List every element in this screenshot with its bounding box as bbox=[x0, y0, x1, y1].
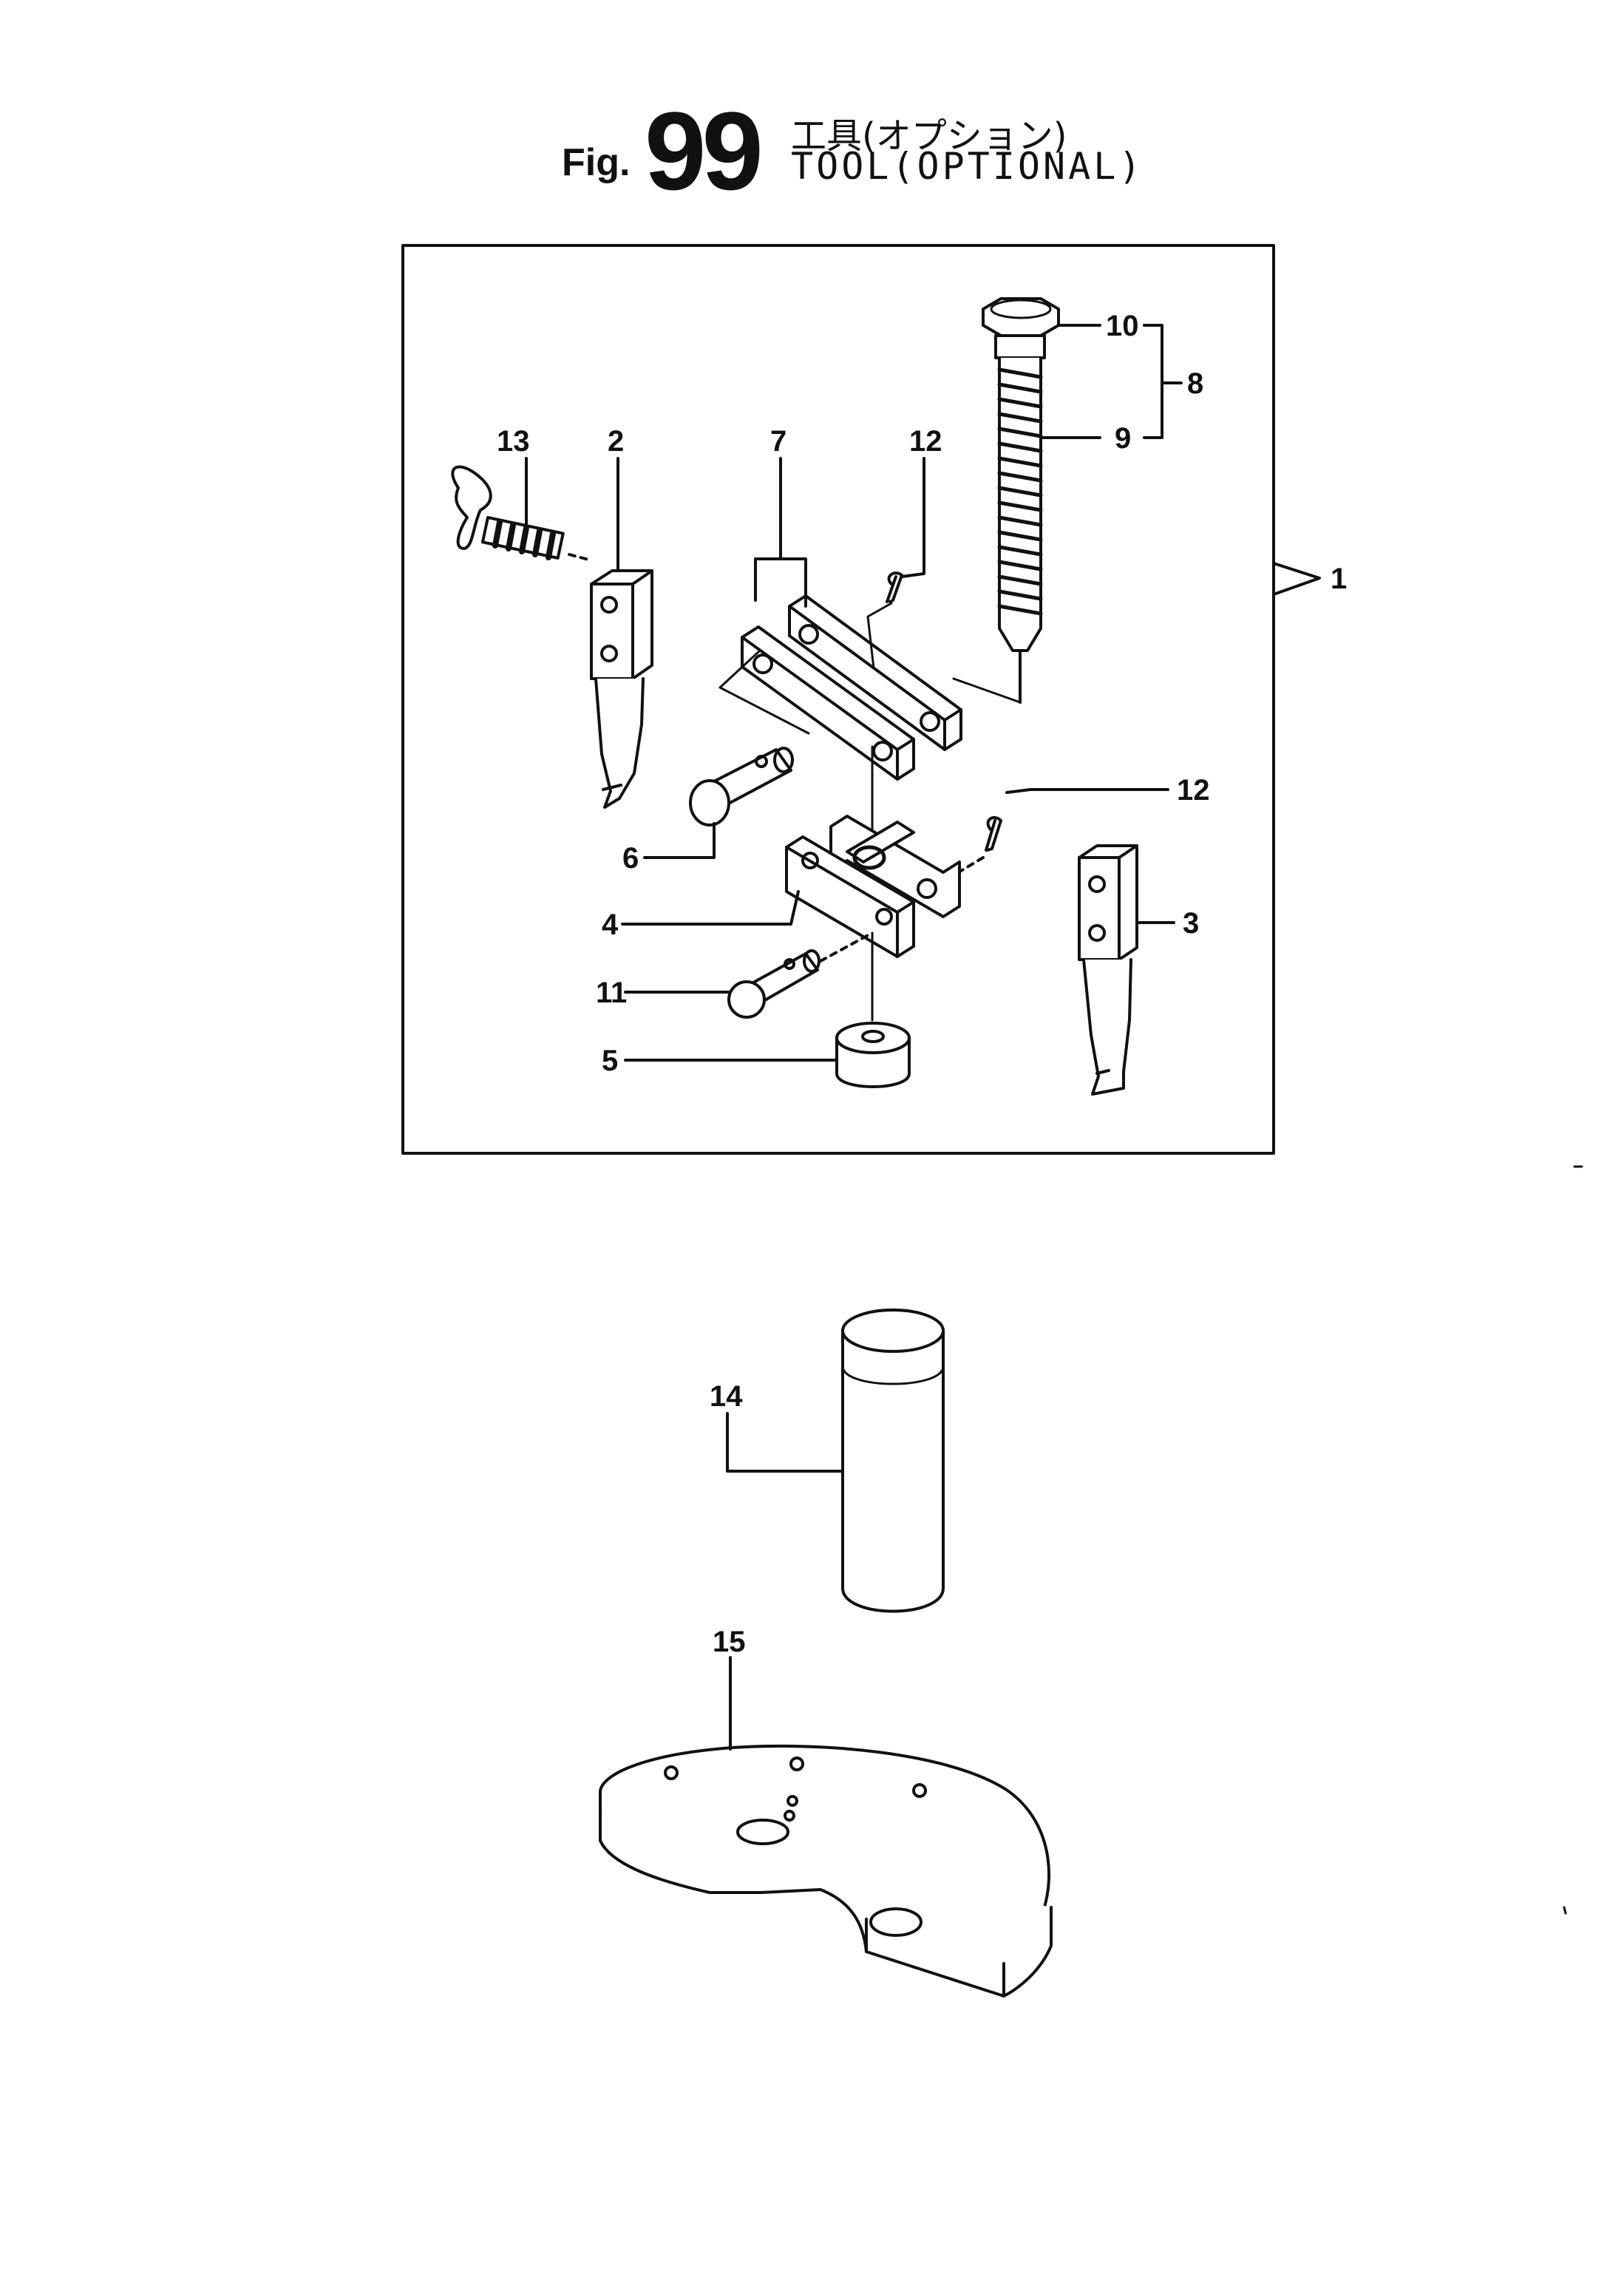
callout-12-lower: 12 bbox=[1177, 774, 1210, 807]
long-bolt-part bbox=[952, 297, 1060, 704]
leader-line-12-lower bbox=[1005, 788, 1169, 794]
small-clevis-pin-part bbox=[727, 949, 821, 1019]
arc-plate-part bbox=[599, 1744, 1053, 1998]
leader-line-6 bbox=[643, 822, 716, 859]
assembly-line-split-pin-lower bbox=[959, 856, 985, 872]
split-pin-upper-part bbox=[886, 571, 903, 603]
callout-7: 7 bbox=[770, 425, 786, 458]
callout-1: 1 bbox=[1331, 563, 1347, 595]
callout-10: 10 bbox=[1106, 310, 1139, 342]
right-jaw-part bbox=[1078, 844, 1138, 1096]
callout-5: 5 bbox=[602, 1045, 618, 1077]
upper-bar-pair-part bbox=[741, 594, 962, 781]
wing-screw-part bbox=[451, 465, 593, 562]
callout-6: 6 bbox=[622, 842, 639, 875]
callout-2: 2 bbox=[608, 425, 624, 458]
assembly-line-split-pin-upper bbox=[866, 602, 893, 670]
callout-4: 4 bbox=[602, 909, 619, 941]
figure-prefix: Fig. bbox=[562, 141, 631, 184]
left-jaw-part bbox=[590, 569, 653, 809]
figure-title-english: TOOL(OPTIONAL) bbox=[791, 145, 1144, 188]
leader-line-14 bbox=[726, 1412, 844, 1473]
callout-9: 9 bbox=[1115, 422, 1131, 455]
callout-15: 15 bbox=[713, 1626, 746, 1658]
callout-11: 11 bbox=[596, 977, 627, 1009]
cylinder-part bbox=[841, 1309, 945, 1613]
callout-8: 8 bbox=[1187, 367, 1203, 400]
assembly-line-pin-upper bbox=[718, 649, 810, 735]
lower-yoke-part bbox=[785, 815, 961, 958]
callout-bracket-1 bbox=[1272, 562, 1321, 596]
callout-12-upper: 12 bbox=[909, 425, 942, 458]
spacer-part bbox=[835, 1022, 911, 1088]
callout-bracket-8 bbox=[1143, 324, 1163, 439]
callout-13: 13 bbox=[497, 425, 530, 458]
figure-number: 99 bbox=[645, 89, 764, 213]
clevis-pin-part bbox=[689, 747, 794, 827]
callout-3: 3 bbox=[1183, 907, 1199, 940]
figure-title-japanese: 工具(オプション) bbox=[791, 115, 1067, 157]
assembly-frame bbox=[401, 244, 1275, 1155]
leader-line-4 bbox=[621, 890, 800, 926]
split-pin-lower-part bbox=[985, 815, 1002, 852]
callout-14: 14 bbox=[710, 1380, 743, 1413]
assembly-line-pin-lower bbox=[819, 931, 874, 963]
scan-speck bbox=[1563, 1906, 1567, 1915]
leader-line-12-upper bbox=[900, 457, 925, 578]
